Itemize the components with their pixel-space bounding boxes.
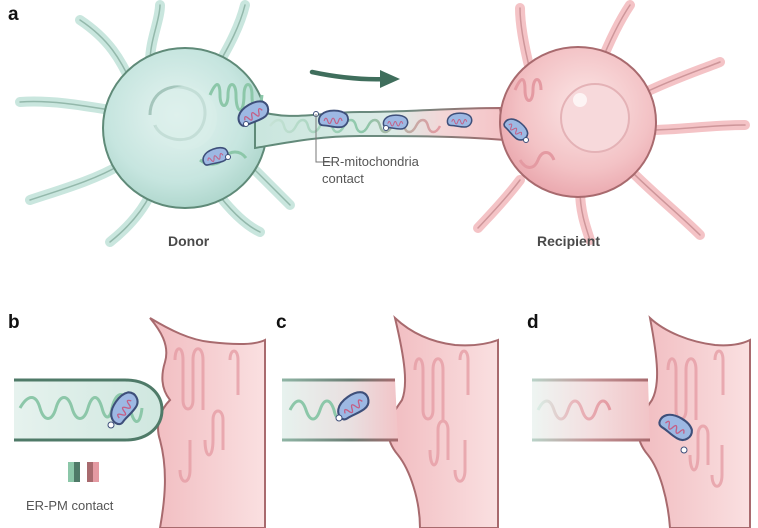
panel-b-letter: b: [8, 312, 20, 333]
legend-swatch-green: [68, 462, 74, 482]
legend-swatch-dark-pink: [87, 462, 93, 482]
contact-dot: [107, 421, 115, 429]
panel-c: c: [276, 312, 499, 528]
legend-label: ER-PM contact: [26, 498, 114, 513]
mitochondrion: [317, 109, 349, 129]
recipient-neuron: [473, 0, 750, 245]
recipient-cell-b: [149, 317, 266, 528]
er-d: [536, 399, 612, 421]
panel-b: b ER-PM contact: [8, 312, 266, 528]
recipient-er-c: [413, 349, 470, 483]
transfer-direction-arrow: [309, 69, 391, 82]
contact-label-line2: contact: [322, 171, 364, 186]
recipient-cell-c: [386, 315, 499, 528]
panel-d: d: [527, 312, 751, 528]
er-pm-contact-legend: ER-PM contact: [26, 462, 114, 513]
axon-terminal-d: [532, 380, 650, 440]
donor-er: [208, 83, 264, 112]
donor-label: Donor: [168, 233, 210, 249]
recipient-cell-d: [636, 315, 751, 528]
axon-er: [269, 118, 442, 134]
recipient-er-b: [173, 347, 240, 483]
legend-swatch-pink: [93, 462, 99, 482]
panel-c-letter: c: [276, 312, 287, 333]
arrow-head: [380, 70, 400, 88]
contact-dot: [335, 414, 343, 422]
callout-line: [315, 114, 332, 163]
contact-label-line1: ER-mitochondria: [322, 154, 420, 169]
panel-a-letter: a: [8, 4, 19, 25]
recipient-nucleus: [560, 83, 630, 153]
contact-dots: [225, 111, 529, 160]
panel-a: a: [8, 0, 750, 249]
panel-d-letter: d: [527, 312, 539, 333]
legend-swatch-dark-green: [74, 462, 80, 482]
contact-dot: [680, 446, 688, 454]
recipient-label: Recipient: [537, 233, 600, 249]
recipient-er: [513, 78, 556, 169]
mitochondrion: [446, 112, 473, 128]
